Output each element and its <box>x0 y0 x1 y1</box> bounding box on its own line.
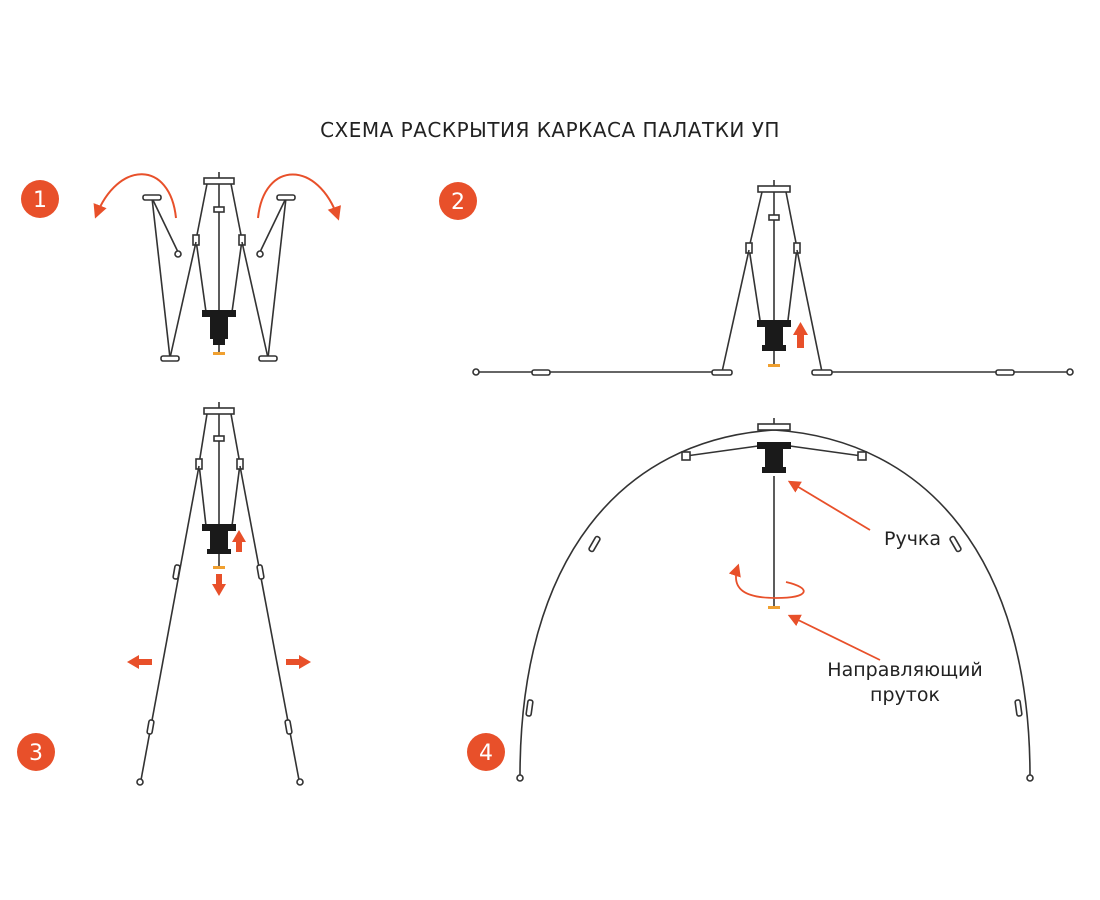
svg-text:4: 4 <box>479 741 493 766</box>
svg-text:2: 2 <box>451 190 465 215</box>
step-1-folded-frame <box>142 172 296 362</box>
step-4-dome-frame <box>516 418 1034 782</box>
step-4-badge: 4 <box>467 733 505 771</box>
guide-rod-label-line1: Направляющий <box>827 659 982 681</box>
svg-text:1: 1 <box>33 188 47 213</box>
step-3-frame <box>136 402 304 786</box>
guide-rod-label-line2: пруток <box>870 684 940 706</box>
step-2-badge: 2 <box>439 182 477 220</box>
step-1-swing-arrows <box>93 173 341 221</box>
svg-text:3: 3 <box>29 741 43 766</box>
step-1-badge: 1 <box>21 180 59 218</box>
step-4-rotate-arrow <box>728 563 805 599</box>
step-3-badge: 3 <box>17 733 55 771</box>
diagram-title: СХЕМА РАСКРЫТИЯ КАРКАСА ПАЛАТКИ УП <box>320 118 780 142</box>
step-2-handle <box>757 320 791 367</box>
step-2-frame <box>472 180 1074 376</box>
step-2-up-arrow <box>793 322 808 348</box>
callout-pointers <box>787 480 881 661</box>
handle-label: Ручка <box>884 528 941 550</box>
step-4-handle <box>757 442 791 609</box>
step-3-arrows <box>127 530 311 669</box>
step-3-handle <box>202 524 236 569</box>
step-1-handle <box>202 310 236 355</box>
